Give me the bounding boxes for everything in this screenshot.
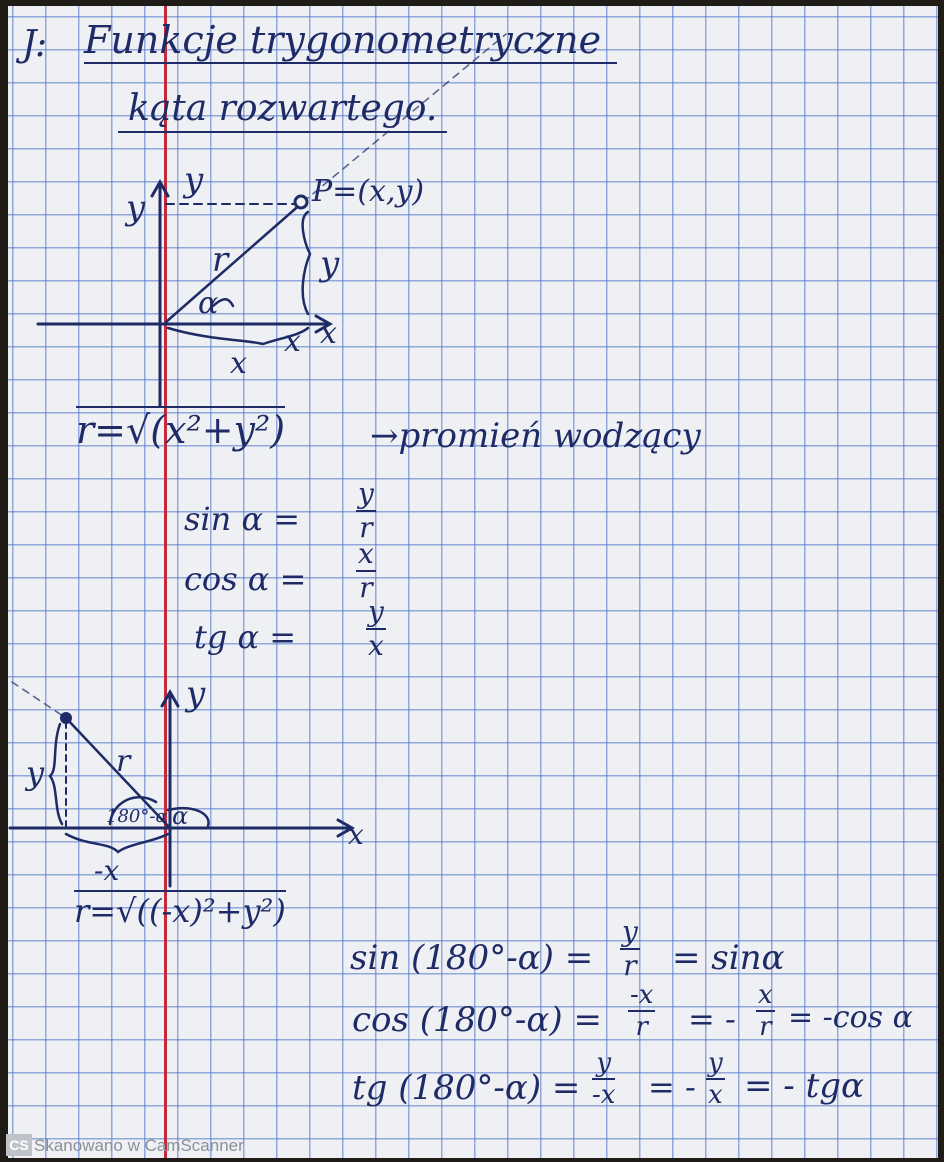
cos-identity-fraction-2: x r (756, 982, 775, 1040)
tg-identity-numerator-1: y (592, 1050, 616, 1080)
cos-identity-result: = -cos α (788, 1000, 913, 1035)
figure-1-x-brace-label: x (230, 346, 247, 381)
radius-note: →promień wodzący (370, 416, 701, 456)
sin-definition-lhs: sin α = (184, 500, 301, 538)
figure-1-axes (36, 33, 507, 408)
cos-definition-lhs: cos α = (184, 560, 307, 598)
figure-1-y-brace-label: y (320, 244, 340, 284)
sin-definition-fraction: y r (356, 480, 376, 542)
figure-1-x-tick-label: x (284, 324, 301, 359)
camscanner-logo: CS (6, 1134, 32, 1156)
title-marker: J: (22, 24, 48, 65)
sin-numerator: y (356, 477, 376, 512)
tg-numerator: y (366, 595, 386, 630)
margin-line (164, 6, 167, 1158)
tg-denominator: x (368, 629, 384, 662)
tg-identity-middle: = - (648, 1068, 696, 1106)
figure-2-x-brace-label: -x (94, 854, 120, 887)
tg-identity-lhs: tg (180°-α) = (352, 1068, 581, 1108)
figure-2-angle-inner-label: α (172, 802, 189, 830)
tg-identity-fraction-1: y -x (592, 1050, 616, 1110)
figure-2-angle-outer-label: 180°-α (106, 806, 168, 827)
title-line-2: kąta rozwartego. (118, 88, 448, 133)
sin-identity-fraction: y r (620, 918, 640, 980)
sin-identity-denominator: r (623, 949, 637, 982)
notebook-page: J: Funkcje trygonometryczne kąta rozwart… (8, 6, 938, 1158)
tg-identity-denominator-1: -x (592, 1080, 616, 1110)
radius-formula: r=√(x²+y²) (76, 406, 286, 452)
sin-identity-lhs: sin (180°-α) = (350, 938, 594, 978)
cos-definition-fraction: x r (356, 540, 376, 602)
cos-identity-numerator-2: x (756, 980, 775, 1012)
cos-identity-lhs: cos (180°-α) = (352, 1000, 602, 1040)
tg-definition-lhs: tg α = (194, 618, 297, 656)
figure-2-axes (8, 681, 356, 888)
figure-1-angle-label: α (198, 286, 219, 321)
tg-identity-fraction-2: y x (706, 1050, 725, 1108)
figure-1-axis-x-label: x (320, 316, 337, 351)
camscanner-watermark: Skanowano w CamScanner (34, 1136, 244, 1155)
cos-identity-fraction-1: -x r (628, 980, 656, 1042)
figure-2-r-label: r (116, 744, 131, 779)
tg-identity-denominator-2: x (708, 1080, 723, 1110)
tg-definition-fraction: y x (366, 598, 386, 660)
sin-identity-numerator: y (620, 915, 640, 950)
cos-identity-middle: = - (688, 1000, 736, 1038)
sin-identity-result: = sinα (672, 938, 785, 978)
title-line-1: Funkcje trygonometryczne (84, 18, 618, 64)
cos-numerator: x (356, 537, 376, 572)
figure-1-point-label: P=(x,y) (312, 174, 425, 209)
cos-identity-numerator-1: -x (628, 980, 656, 1012)
figure-2-y-brace-label: y (26, 754, 45, 792)
figure-2-axis-x-label: x (348, 818, 364, 851)
cos-identity-denominator-2: r (759, 1012, 772, 1042)
sin-denominator: r (359, 511, 373, 544)
radius-formula-2: r=√((-x)²+y²) (74, 890, 286, 930)
figure-2-axis-y-label: y (186, 674, 206, 714)
tg-identity-result: = - tgα (744, 1066, 864, 1106)
figure-1-r-label: r (212, 240, 229, 280)
cos-denominator: r (359, 571, 373, 604)
figure-1-axis-y-label: y (184, 160, 204, 200)
figure-1-y-mark: y (126, 188, 146, 228)
tg-identity-numerator-2: y (706, 1048, 725, 1080)
cos-identity-denominator-1: r (635, 1012, 648, 1042)
